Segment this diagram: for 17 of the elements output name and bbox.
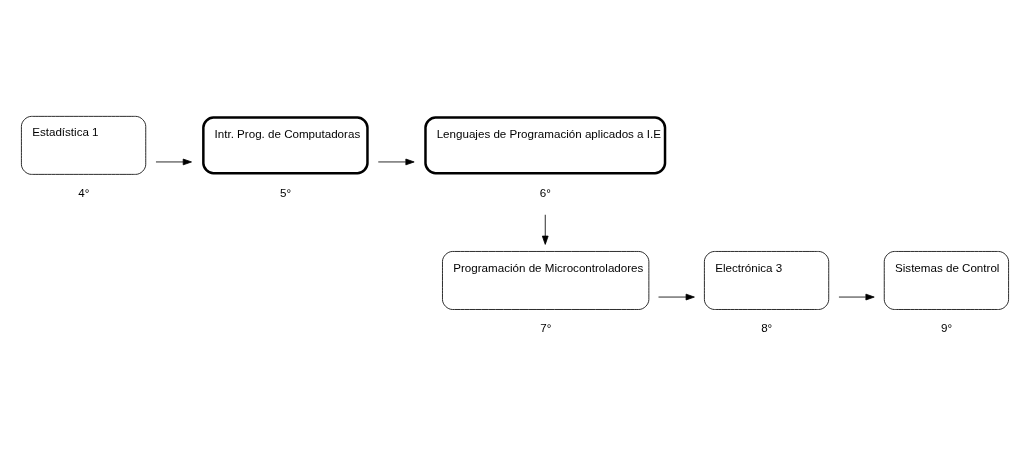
arrow bbox=[658, 293, 695, 300]
node-box: Intr. Prog. de Computadoras bbox=[202, 115, 369, 174]
arrow bbox=[155, 158, 192, 165]
node-label: 5° bbox=[280, 185, 292, 199]
node-box: Estadística 1 bbox=[21, 115, 147, 175]
node-box: Lenguajes de Programación aplicados a I.E bbox=[424, 115, 667, 174]
node-label: 6° bbox=[539, 185, 551, 199]
node-box: Sistemas de Control bbox=[883, 250, 1009, 310]
node-label: 7° bbox=[540, 320, 552, 334]
arrow bbox=[541, 213, 549, 245]
node-box: Programación de Microcontroladores bbox=[442, 250, 650, 310]
node-label: 4° bbox=[78, 185, 90, 199]
node-label: 8° bbox=[761, 320, 773, 334]
node-label: 9° bbox=[941, 320, 953, 334]
arrow bbox=[377, 158, 415, 165]
arrow bbox=[838, 293, 875, 300]
node-box: Electrónica 3 bbox=[703, 250, 830, 310]
